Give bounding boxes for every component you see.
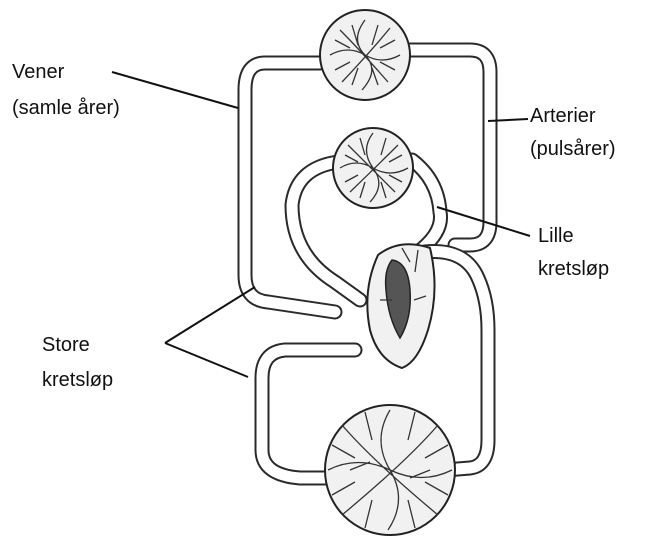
lille-label-line1: Lille xyxy=(538,223,574,249)
lower-body-capillaries xyxy=(325,405,455,535)
leader-lines xyxy=(112,72,530,377)
heart xyxy=(367,244,434,368)
arterier-label-line2: (pulsårer) xyxy=(530,136,616,162)
vener-label-line1: Vener xyxy=(12,59,64,85)
lung-capillaries xyxy=(333,128,413,208)
vener-label-line2: (samle årer) xyxy=(12,95,120,121)
store-label-line1: Store xyxy=(42,332,90,358)
store-upper-leader-line xyxy=(165,287,255,343)
lille-label-line2: kretsløp xyxy=(538,256,609,282)
upper-body-capillaries xyxy=(320,10,410,100)
store-lower-leader-line xyxy=(165,343,248,377)
vener-leader-line xyxy=(112,72,238,108)
arterier-label-line1: Arterier xyxy=(530,103,596,129)
store-label-line2: kretsløp xyxy=(42,367,113,393)
